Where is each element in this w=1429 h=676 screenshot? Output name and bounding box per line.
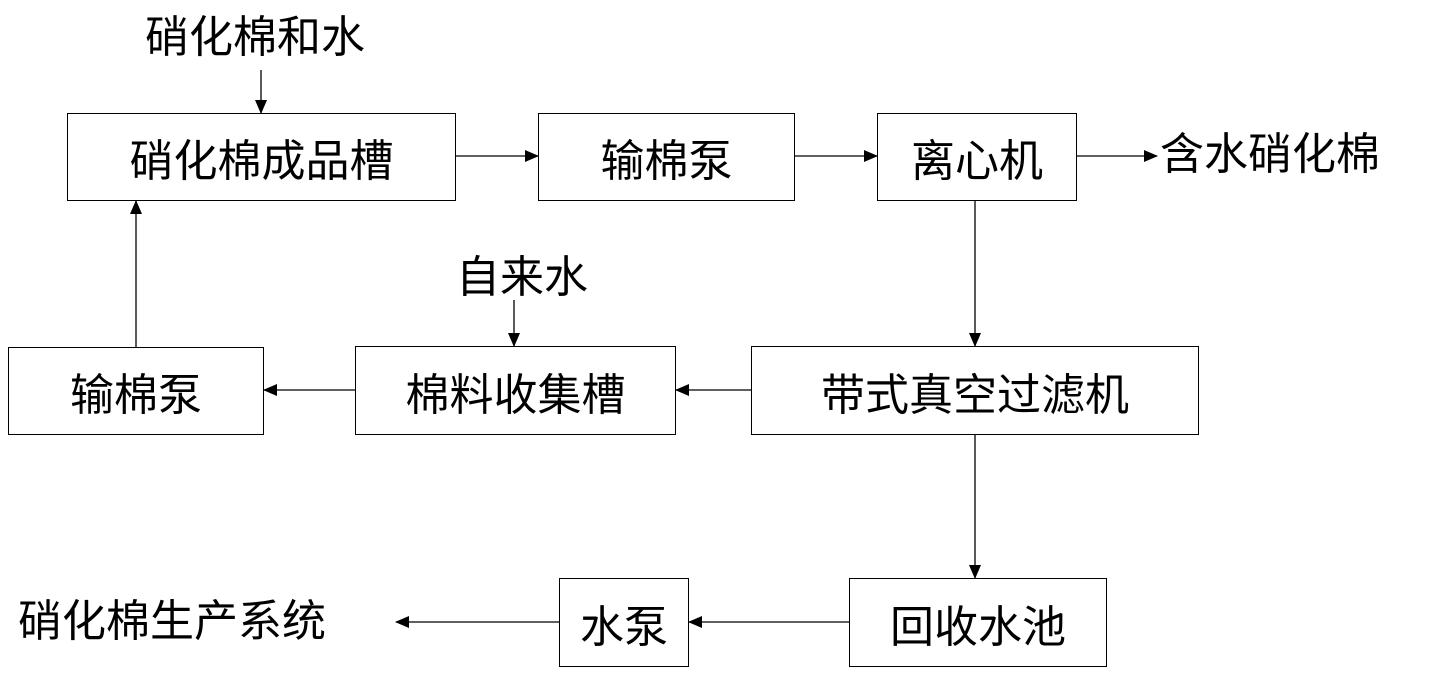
box-finished-product-tank: 硝化棉成品槽 <box>67 113 456 201</box>
output-wet-nitrocellulose: 含水硝化棉 <box>1160 129 1380 180</box>
output-production-system: 硝化棉生产系统 <box>18 596 326 647</box>
input-tap-water: 自来水 <box>456 252 588 303</box>
box-belt-vacuum-filter: 带式真空过滤机 <box>751 346 1199 435</box>
box-cotton-pump-left: 输棉泵 <box>8 347 264 435</box>
box-recovery-pool: 回收水池 <box>849 578 1107 667</box>
box-water-pump: 水泵 <box>559 578 689 667</box>
box-collection-tank: 棉料收集槽 <box>355 346 676 435</box>
box-centrifuge: 离心机 <box>877 113 1077 201</box>
input-nitrocellulose-water: 硝化棉和水 <box>145 12 365 63</box>
box-cotton-pump-top: 输棉泵 <box>538 113 795 201</box>
